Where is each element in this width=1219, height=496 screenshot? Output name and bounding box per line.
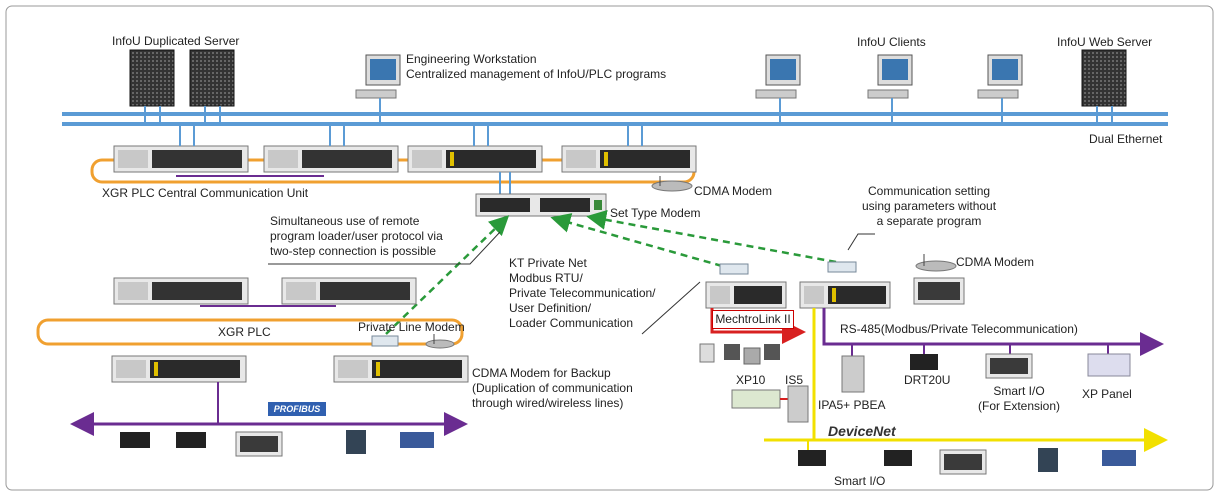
- client-monitor-2: [867, 54, 913, 99]
- profibus-logo: PROFIBUS: [268, 402, 326, 416]
- server-rack-2: [189, 49, 235, 107]
- server-rack-1: [129, 49, 175, 107]
- label-private-line-modem: Private Line Modem: [358, 320, 465, 334]
- xp10-device: [731, 389, 781, 409]
- is5-inverter: [787, 385, 809, 423]
- label-xgr-central: XGR PLC Central Communication Unit: [102, 186, 309, 200]
- label-set-type-modem: Set Type Modem: [610, 206, 701, 220]
- plc-rack-central-4: [561, 145, 697, 173]
- label-drt20u: DRT20U: [904, 373, 951, 387]
- label-infou-duplicated-server: InfoU Duplicated Server: [112, 34, 240, 48]
- label-is5: IS5: [785, 373, 804, 387]
- modem-mechtrolink-station: [719, 263, 749, 275]
- plc-ring-left: [36, 318, 464, 346]
- label-infou-clients: InfoU Clients: [857, 35, 926, 49]
- cdma-modem-backup: [425, 334, 455, 349]
- label-cdma-modem-top: CDMA Modem: [694, 184, 773, 198]
- cdma-modem-right: [913, 254, 965, 305]
- set-type-modem: [475, 193, 607, 217]
- label-dual-ethernet: Dual Ethernet: [1089, 132, 1163, 146]
- label-smart-io: Smart I/O: [834, 474, 886, 488]
- rs485-devices: [841, 353, 1131, 393]
- label-rs485: RS-485(Modbus/Private Telecommunication): [840, 322, 1078, 336]
- dual-ethernet-bus: [62, 112, 1168, 126]
- client-monitor-3: [977, 54, 1023, 99]
- label-simultaneous: Simultaneous use of remote program loade…: [270, 214, 443, 258]
- label-xgr-plc: XGR PLC: [218, 325, 271, 339]
- profibus-devices: [120, 430, 434, 457]
- server-rack-web: [1081, 49, 1127, 107]
- cdma-modem-top: [651, 176, 693, 192]
- plc-rack-rs485: [799, 281, 891, 309]
- label-cdma-backup: CDMA Modem for Backup (Duplication of co…: [472, 366, 633, 410]
- client-monitor-1: [755, 54, 801, 99]
- label-engineering-workstation: Engineering Workstation Centralized mana…: [406, 52, 667, 81]
- plc-rack-left-top-1: [113, 277, 249, 305]
- label-smart-io-ext: Smart I/O (For Extension): [978, 384, 1061, 413]
- label-cdma-modem-right: CDMA Modem: [956, 255, 1035, 269]
- label-ipa5: IPA5+ PBEA: [818, 398, 886, 412]
- plc-rack-central-2: [263, 145, 399, 173]
- plc-rack-left-bottom-1: [111, 355, 247, 383]
- devicenet-devices: [798, 448, 1136, 475]
- modem-rs485-station: [827, 261, 857, 273]
- rs485-bus: [822, 308, 1164, 356]
- label-comm-setting: Communication setting using parameters w…: [862, 184, 997, 228]
- label-mechtrolink: MechtroLink II: [712, 310, 794, 329]
- plc-rack-central-1: [113, 145, 249, 173]
- label-kt-private-net: KT Private Net Modbus RTU/ Private Telec…: [509, 256, 656, 330]
- plc-rack-central-3: [407, 145, 543, 173]
- plc-rack-left-bottom-2: [333, 355, 469, 383]
- workstation-monitor: [355, 54, 401, 99]
- private-line-modem: [371, 335, 399, 347]
- servo-devices: [699, 343, 780, 365]
- label-infou-web-server: InfoU Web Server: [1057, 35, 1153, 49]
- label-xp10: XP10: [736, 373, 766, 387]
- plc-rack-left-top-2: [281, 277, 417, 305]
- label-xp-panel: XP Panel: [1082, 387, 1132, 401]
- plc-rack-mechtrolink: [705, 281, 787, 309]
- devicenet-logo: DeviceNet: [828, 423, 896, 439]
